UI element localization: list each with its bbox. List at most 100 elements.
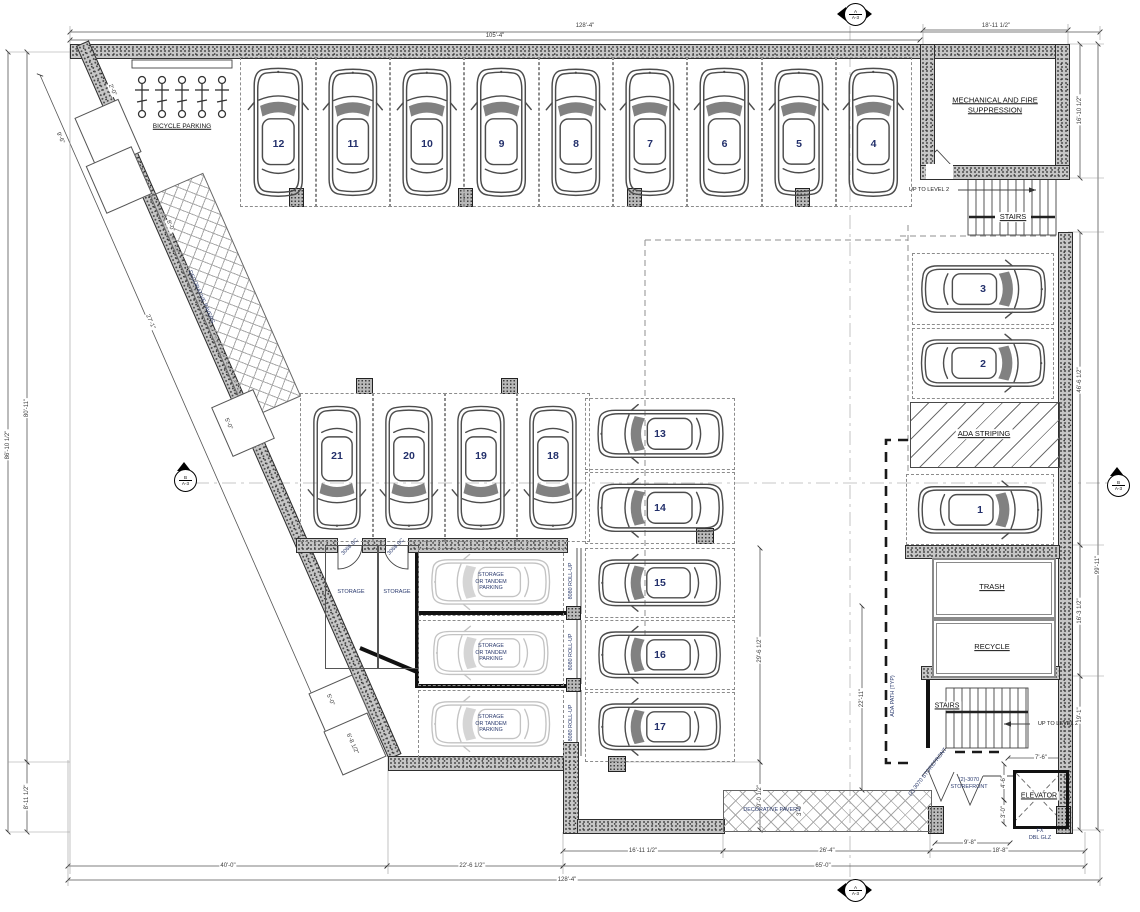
dimension-label: 16'-10 1/2" [1077, 94, 1083, 126]
dimension-label: 19'-1" [1077, 706, 1083, 724]
storage-room-1-label: STORAGE [337, 589, 365, 595]
space-number: 6 [721, 137, 728, 150]
space-number: 8 [573, 137, 579, 150]
ada-path-label: ADA PATH (TYP) [890, 675, 896, 717]
parking-space-6: 6 [686, 57, 763, 207]
parking-space-4: 4 [835, 57, 912, 207]
space-number: 4 [870, 137, 877, 150]
rollup-door-label: 8080 ROLL-UP [568, 562, 574, 600]
dimension-label: 5'-0" [222, 416, 234, 432]
decorative-pavers-label: DECORATIVE PAVERS [743, 807, 801, 813]
space-number: 18 [547, 449, 559, 462]
door-tag: 3068 SC [340, 537, 360, 557]
space-number: 16 [654, 649, 666, 661]
column [608, 756, 626, 772]
column [795, 188, 810, 207]
wall-south-vertical [563, 742, 579, 834]
parking-space-11: 11 [315, 57, 391, 207]
up-to-level-2-label: UP TO LEVEL 2 [1037, 721, 1079, 727]
dimension-label: 26'-4" [818, 848, 836, 854]
column [289, 188, 304, 207]
dimension-label: 3'-0" [1001, 805, 1007, 819]
space-number: 21 [331, 449, 343, 462]
recycle-room-label: RECYCLE [972, 642, 1012, 652]
dimension-label: 2'-0" [106, 82, 118, 98]
section-marker-triangle [837, 7, 846, 21]
parking-space-1: 1 [906, 474, 1054, 545]
wall-east [1058, 232, 1073, 834]
column [566, 606, 581, 620]
space-number: 2 [980, 357, 986, 370]
dimension-label: 9'-0 1/2" [757, 784, 763, 808]
space-number: 19 [475, 449, 487, 462]
dimension-label: 80'-11" [24, 397, 30, 419]
parking-space-10: 10 [389, 57, 465, 207]
parking-space-12: 12 [240, 57, 317, 207]
dimension-label: 128'-4" [556, 877, 578, 883]
storefront-door-label: (2)-3070 STOREFRONT [907, 746, 949, 798]
dimension-label: 22'-6 1/2" [458, 863, 486, 869]
space-number: 15 [654, 577, 666, 589]
space-number: 12 [272, 137, 285, 150]
dimension-label: 7'-6" [1034, 755, 1048, 761]
elevator-shaft [1013, 770, 1069, 829]
elevator-glazing-label: DBL GLZ [1028, 835, 1052, 841]
space-number: 20 [403, 449, 415, 462]
wall-north [70, 44, 922, 59]
stairs-bottom-label: STAIRS [932, 701, 962, 711]
wall-south-storage [388, 756, 568, 771]
dimension-label: 27'-1" [143, 312, 157, 332]
parking-space-17: 17 [585, 692, 735, 762]
elevator-label: ELEVATOR [1018, 791, 1060, 801]
column [566, 678, 581, 692]
dimension-label: 5'-0" [324, 692, 336, 708]
wall-mech-top [920, 44, 1070, 59]
wall-south [577, 819, 725, 834]
section-marker-triangle [1110, 467, 1124, 476]
dimension-label: 128'-4" [574, 23, 596, 29]
rollup-door-label: 8080 ROLL-UP [568, 633, 574, 671]
up-to-level-2-label: UP TO LEVEL 2 [908, 187, 950, 193]
space-number: 11 [347, 137, 359, 150]
storefront-door-label: (2)-3070 [958, 777, 980, 783]
wall-mech-left [920, 44, 935, 180]
dimension-label: 65'-0" [814, 863, 832, 869]
column [627, 188, 642, 207]
bicycle-parking-label: BICYCLE PARKING [150, 122, 214, 132]
dimension-label: 8'-11 1/2" [24, 783, 30, 811]
stairs-top-label: STAIRS [997, 212, 1029, 222]
space-number: 14 [654, 502, 666, 514]
dimension-label: 4'-6" [1001, 775, 1007, 789]
dimension-label: 22'-11" [859, 687, 865, 709]
space-number: 5 [796, 137, 802, 150]
storage-room-1 [325, 545, 379, 669]
parking-space-14: 14 [585, 472, 735, 544]
dimension-label: 16'-3 1/2" [1077, 597, 1083, 625]
dimension-label: 6'-8 1/2" [344, 731, 360, 757]
parking-space-19: 19 [444, 393, 518, 542]
column [928, 806, 944, 834]
parking-space-8: 8 [538, 57, 614, 207]
door-tag: 3068 SC [386, 537, 406, 557]
dimension-label: 105'-4" [484, 33, 506, 39]
dimension-label: 40'-0" [219, 863, 237, 869]
parking-space-18: 18 [516, 393, 590, 542]
dimension-label: 9'-6" [54, 130, 66, 146]
parking-space-5: 5 [761, 57, 837, 207]
decorative-pavers-label: DECORATIVE PAVERS [186, 269, 216, 325]
trash-room-label: TRASH [977, 582, 1007, 592]
wall-mech-bottom [920, 165, 1070, 180]
section-marker-triangle [863, 883, 872, 897]
dimension-label: 99'-11" [1095, 554, 1101, 576]
section-marker-triangle [837, 883, 846, 897]
